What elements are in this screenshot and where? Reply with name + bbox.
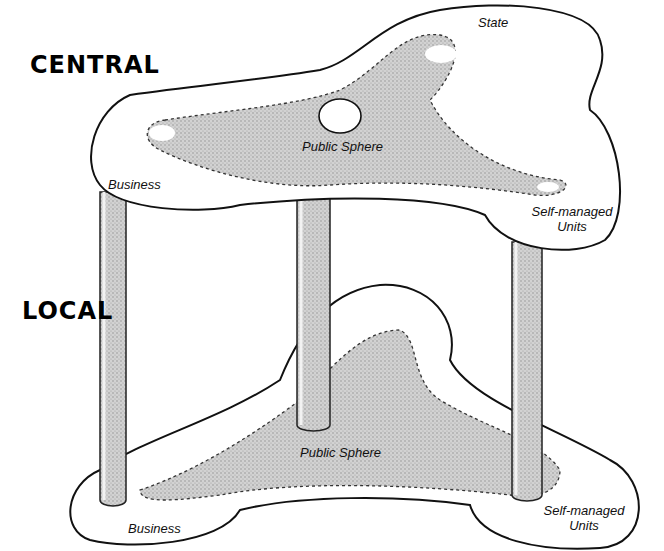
sector-label: Business	[108, 178, 161, 193]
pillar	[100, 192, 126, 506]
pillar	[512, 242, 542, 501]
opening-ellipse	[149, 125, 175, 141]
pillar-body	[100, 192, 126, 506]
sector-label: Business	[128, 522, 181, 537]
level-label: LOCAL	[22, 298, 113, 326]
sector-label: Self-managed Units	[538, 504, 630, 534]
pillar-body	[297, 192, 330, 431]
pillar-highlight	[515, 242, 518, 495]
public-sphere-region: Public Sphere	[140, 25, 610, 230]
local-plate: LOCALBusinessSelf-managed UnitsPublic Sp…	[60, 280, 652, 551]
region-label: Public Sphere	[300, 446, 381, 461]
opening-ellipse	[537, 182, 559, 192]
sector-label: Self-managed Units	[526, 205, 618, 235]
public-sphere-region-outline	[140, 25, 610, 230]
pillar-body	[512, 242, 542, 501]
public-sphere-region: Public Sphere	[135, 325, 565, 510]
central-plate-path	[91, 5, 620, 249]
public-sphere-region-path	[140, 330, 560, 500]
opening-ellipse	[319, 99, 361, 133]
local-plate-path	[70, 285, 639, 549]
public-sphere-region-path	[147, 35, 566, 196]
region-label: Public Sphere	[302, 140, 383, 155]
opening-ellipse	[425, 45, 457, 63]
level-label: CENTRAL	[30, 52, 160, 80]
pillar	[297, 192, 330, 431]
sector-label: State	[478, 16, 508, 31]
pillar-highlight	[300, 192, 303, 425]
pillar-highlight	[103, 192, 106, 500]
central-plate: CENTRALStateBusinessSelf-managed UnitsPu…	[90, 5, 630, 257]
public-sphere-region-outline	[135, 325, 565, 510]
